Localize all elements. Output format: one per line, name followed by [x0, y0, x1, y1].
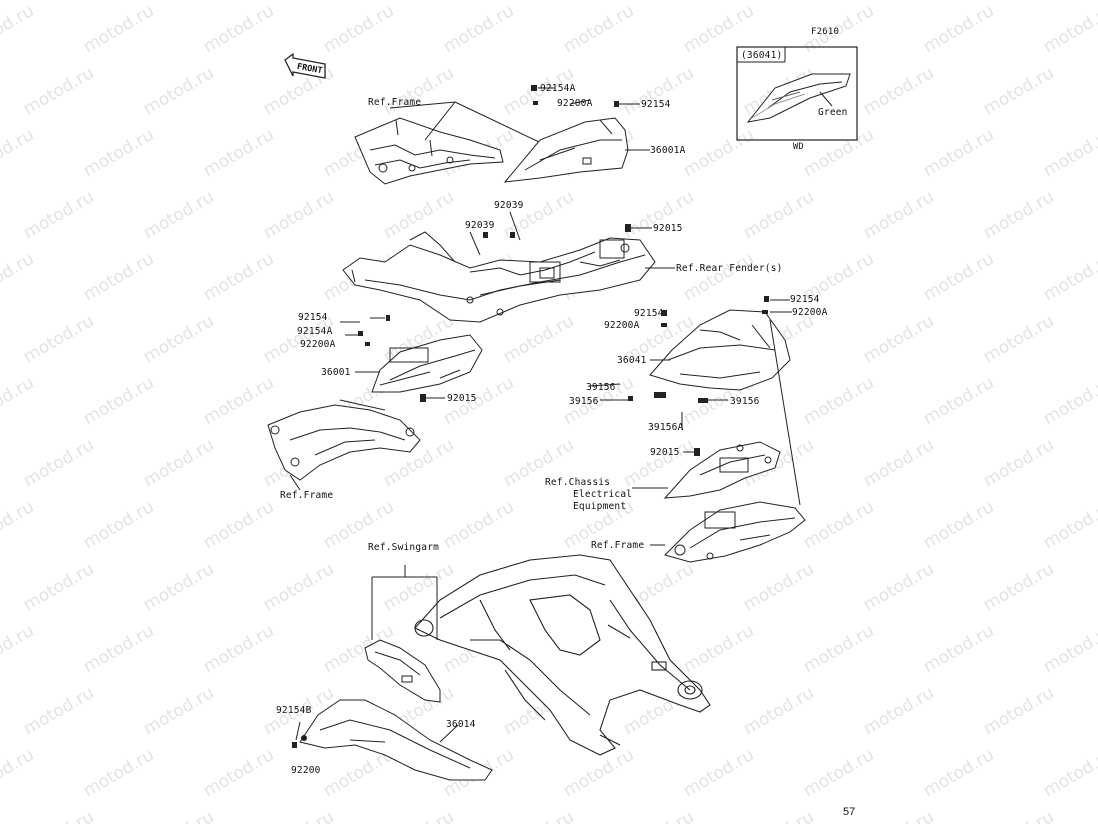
- label-92154-right-b: 92154: [790, 294, 820, 305]
- label-92015-left: 92015: [447, 393, 477, 404]
- label-ref-rear-fender: Ref.Rear Fender(s): [676, 263, 783, 274]
- inset-market-code: WD: [793, 142, 804, 152]
- label-92154A-left: 92154A: [297, 326, 333, 337]
- page-number: 57: [843, 806, 856, 818]
- label-ref-chassis-1: Ref.Chassis: [545, 477, 611, 488]
- label-92154B: 92154B: [276, 705, 312, 716]
- front-label: FRONT: [296, 62, 323, 76]
- figure-code: F2610: [811, 27, 840, 37]
- frame-side-left: [267, 404, 421, 481]
- label-92154-right-a: 92154: [634, 308, 664, 319]
- electrical-tray: [663, 441, 781, 499]
- label-36001: 36001: [321, 367, 351, 378]
- label-ref-chassis-2: Electrical: [573, 489, 633, 500]
- seat-cowl-body: [342, 231, 656, 323]
- side-cover-36001A: [503, 117, 629, 183]
- label-92200A-right-a: 92200A: [604, 320, 640, 331]
- label-ref-frame-top: Ref.Frame: [368, 97, 422, 108]
- side-cover-36001: [371, 334, 483, 393]
- tail-cover-36041: [649, 309, 791, 391]
- label-92200A-left: 92200A: [300, 339, 336, 350]
- label-36001A: 36001A: [650, 145, 686, 156]
- label-39156-b: 39156: [569, 396, 599, 407]
- label-92154-left: 92154: [298, 312, 328, 323]
- label-39156-a: 39156: [586, 382, 616, 393]
- chain-slider: [364, 639, 441, 703]
- label-92015-right: 92015: [650, 447, 680, 458]
- label-ref-frame-left: Ref.Frame: [280, 490, 334, 501]
- chain-guard-36014: [299, 699, 493, 781]
- label-36041: 36041: [617, 355, 647, 366]
- label-39156A: 39156A: [648, 422, 684, 433]
- label-92154-top: 92154: [641, 99, 671, 110]
- rear-frame-rail-top: [354, 117, 504, 185]
- frame-rear-right: [664, 501, 806, 563]
- label-92200: 92200: [291, 765, 321, 776]
- label-39156-c: 39156: [730, 396, 760, 407]
- label-ref-swingarm: Ref.Swingarm: [368, 542, 440, 553]
- inset-part-number: (36041): [741, 50, 783, 61]
- label-92200A-top: 92200A: [557, 98, 593, 109]
- label-92015-top: 92015: [653, 223, 683, 234]
- label-92200A-right-b: 92200A: [792, 307, 828, 318]
- label-92039-a: 92039: [494, 200, 524, 211]
- label-ref-chassis-3: Equipment: [573, 501, 627, 512]
- front-direction-arrow: FRONT: [284, 52, 326, 79]
- label-36014: 36014: [446, 719, 476, 730]
- swingarm: [414, 554, 711, 756]
- label-92039-b: 92039: [465, 220, 495, 231]
- inset-box: [736, 46, 858, 141]
- label-ref-frame-right: Ref.Frame: [591, 540, 645, 551]
- label-92154A-top: 92154A: [540, 83, 576, 94]
- inset-tail-cover-green: [746, 73, 851, 123]
- inset-color-label: Green: [818, 107, 848, 118]
